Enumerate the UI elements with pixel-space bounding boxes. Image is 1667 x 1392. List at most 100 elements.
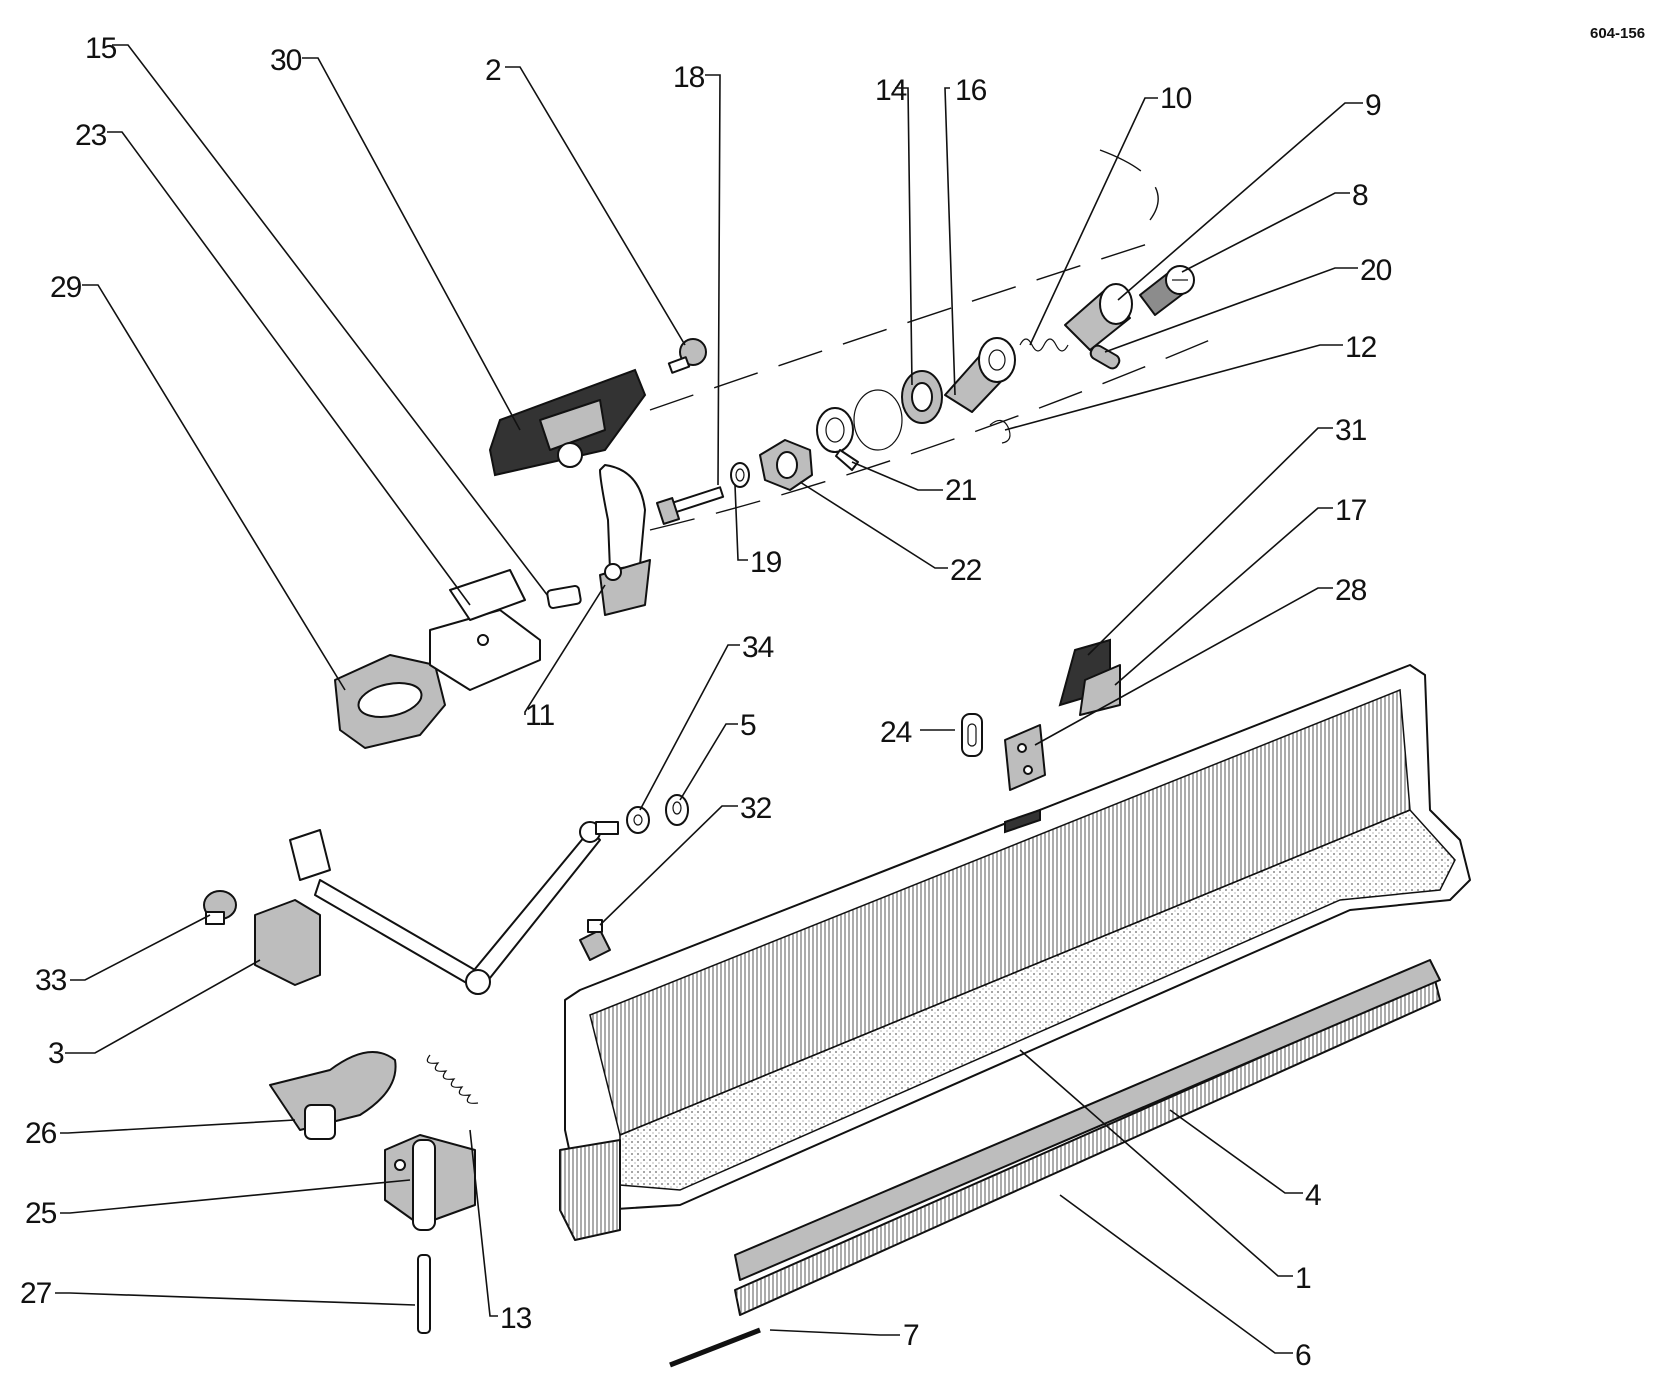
leader-line-12 — [1004, 344, 1343, 431]
part-32-screw — [579, 919, 611, 961]
part-6-hinge-strip — [734, 979, 1441, 1316]
leader-line-21 — [851, 461, 943, 491]
part-19-washer — [730, 462, 750, 488]
part-30-plate — [488, 368, 647, 477]
part-8-key-cylinder — [1139, 265, 1195, 316]
callout-11: 11 — [525, 699, 554, 732]
leader-line-11 — [524, 584, 606, 715]
leader-line-18 — [705, 74, 721, 486]
leader-line-23 — [107, 131, 471, 606]
callout-14: 14 — [875, 74, 907, 107]
part-28-striker — [1004, 724, 1046, 791]
callout-5: 5 — [740, 709, 756, 742]
part-7-rod — [669, 1327, 761, 1368]
o-ring — [853, 389, 903, 451]
part-25-hinge — [384, 1134, 476, 1231]
callout-8: 8 — [1352, 179, 1368, 212]
callout-labels: 1234567891011121314151617181920212223242… — [20, 32, 1393, 1372]
callout-30: 30 — [270, 44, 302, 77]
callout-9: 9 — [1365, 89, 1381, 122]
callout-29: 29 — [50, 271, 82, 304]
callout-33: 33 — [35, 964, 67, 997]
assembly-guide-lines — [649, 149, 1211, 531]
leader-line-31 — [1087, 427, 1333, 656]
callout-7: 7 — [903, 1319, 919, 1352]
part-23-bracket — [429, 569, 541, 691]
part-33-knob — [203, 890, 237, 925]
leader-line-26 — [60, 1119, 296, 1134]
part-2-screw — [667, 338, 707, 374]
part-18-bolt — [655, 486, 725, 525]
leader-line-7 — [769, 1329, 900, 1336]
leader-line-8 — [1181, 192, 1350, 273]
leader-line-33 — [70, 914, 211, 981]
leader-line-20 — [1104, 267, 1358, 353]
callout-31: 31 — [1335, 414, 1367, 447]
leader-line-32 — [599, 805, 738, 926]
part-11-latch-arm — [599, 464, 651, 616]
callout-23: 23 — [75, 119, 107, 152]
leader-line-4 — [1169, 1109, 1303, 1194]
callout-21: 21 — [945, 474, 977, 507]
leader-line-25 — [60, 1179, 411, 1214]
callout-1: 1 — [1295, 1262, 1311, 1295]
leader-line-19 — [734, 484, 748, 561]
leader-line-17 — [1114, 507, 1333, 686]
part-3-linkage — [254, 821, 619, 995]
leader-line-28 — [1034, 587, 1333, 746]
part-5-washer — [665, 794, 689, 826]
callout-18: 18 — [673, 61, 705, 94]
callout-20: 20 — [1360, 254, 1392, 287]
callout-2: 2 — [485, 54, 501, 87]
leader-line-3 — [65, 959, 261, 1054]
callout-6: 6 — [1295, 1339, 1311, 1372]
part-13-spring — [426, 1054, 479, 1104]
callout-13: 13 — [500, 1302, 532, 1335]
leader-line-15 — [112, 44, 549, 597]
callout-26: 26 — [25, 1117, 57, 1150]
part-4-hinge-knuckles — [734, 959, 1441, 1281]
leader-line-29 — [82, 284, 346, 691]
leader-line-14 — [895, 87, 913, 386]
part-29-gasket — [334, 654, 446, 749]
part-22-nut — [759, 439, 813, 491]
callout-28: 28 — [1335, 574, 1367, 607]
callout-27: 27 — [20, 1277, 52, 1310]
part-16-barrel — [944, 337, 1016, 413]
part-21-tab-washer — [816, 407, 859, 471]
leader-line-13 — [469, 1129, 498, 1317]
callout-32: 32 — [740, 792, 772, 825]
leader-line-2 — [505, 66, 686, 346]
callout-12: 12 — [1345, 331, 1377, 364]
leader-line-9 — [1117, 102, 1363, 301]
leader-line-34 — [639, 644, 740, 811]
leader-line-6 — [1059, 1194, 1293, 1354]
leader-line-1 — [1019, 1049, 1293, 1277]
callout-34: 34 — [742, 631, 774, 664]
callout-17: 17 — [1335, 494, 1367, 527]
callout-15: 15 — [85, 32, 117, 65]
callout-3: 3 — [48, 1037, 64, 1070]
part-24-link — [961, 713, 983, 757]
callout-16: 16 — [955, 74, 987, 107]
leader-line-5 — [679, 723, 738, 801]
part-27-pin — [417, 1254, 431, 1334]
leader-line-22 — [799, 481, 948, 569]
part-14-collar — [901, 370, 943, 424]
part-1-panel — [559, 664, 1471, 1241]
drawing-reference: 604-156 — [1590, 25, 1645, 42]
part-9-lock-body — [1064, 283, 1133, 351]
callout-22: 22 — [950, 554, 982, 587]
part-12-clip — [989, 419, 1011, 444]
leader-line-30 — [302, 57, 521, 431]
leader-line-10 — [1029, 97, 1158, 346]
callout-10: 10 — [1160, 82, 1192, 115]
part-26-handle — [269, 1051, 397, 1140]
callout-24: 24 — [880, 716, 912, 749]
leader-line-27 — [55, 1292, 416, 1306]
part-15-stud — [546, 584, 582, 610]
leader-lines — [55, 44, 1363, 1354]
part-34-washer — [626, 806, 650, 834]
callout-25: 25 — [25, 1197, 57, 1230]
